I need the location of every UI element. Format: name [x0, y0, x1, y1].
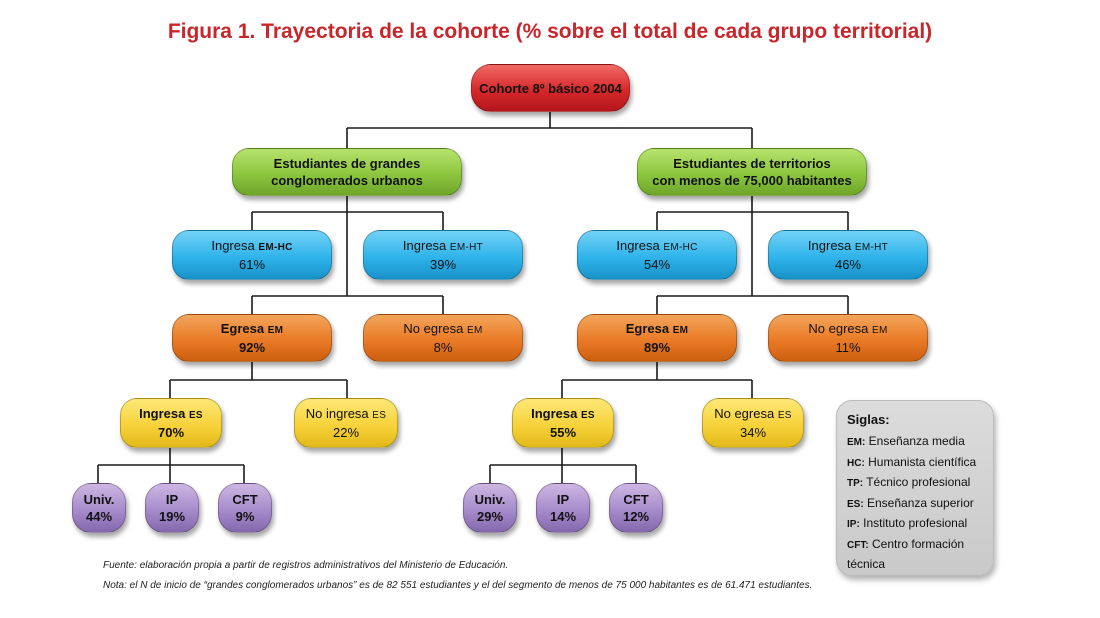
link-rural-es [561, 362, 753, 398]
node-urban-no-ingresa-es: No ingresa ES 22% [294, 398, 398, 448]
node-rural-no-egresa-em: No egresa EM 11% [768, 314, 928, 362]
legend-item: IP: Instituto profesional [847, 516, 968, 530]
link-root-groups [346, 112, 753, 148]
source-footnote: Fuente: elaboración propia a partir de r… [103, 560, 509, 571]
node-urban-group: Estudiantes de grandes conglomerados urb… [232, 148, 462, 196]
node-rural-ip: IP 14% [536, 483, 590, 533]
node-urban-ingresa-es: Ingresa ES 70% [120, 398, 222, 448]
legend-item: EM: Enseñanza media [847, 434, 965, 448]
link-rural-inst [489, 448, 637, 483]
node-rural-em-hc: Ingresa EM-HC 54% [577, 230, 737, 280]
node-urban-em-hc: Ingresa EM-HC 61% [172, 230, 332, 280]
link-urban-exit [251, 212, 444, 314]
node-urban-no-egresa-em: No egresa EM 8% [363, 314, 523, 362]
note-footnote: Nota: el N de inicio de “grandes conglom… [103, 580, 813, 591]
figure-title: Figura 1. Trayectoria de la cohorte (% s… [167, 20, 933, 43]
node-rural-ingresa-es: Ingresa ES 55% [512, 398, 614, 448]
node-rural-group: Estudiantes de territorios con menos de … [637, 148, 867, 196]
node-urban-univ: Univ. 44% [72, 483, 126, 533]
node-rural-cft: CFT 12% [609, 483, 663, 533]
legend-item: HC: Humanista científica [847, 454, 977, 469]
node-rural-em-ht: Ingresa EM-HT 46% [768, 230, 928, 280]
acronyms-legend: Siglas: EM: Enseñanza media HC: Humanist… [836, 400, 994, 576]
legend-item: ES: Enseñanza superior [847, 495, 974, 510]
link-rural-exit [656, 212, 849, 314]
node-urban-ip: IP 19% [145, 483, 199, 533]
link-urban-es [169, 362, 348, 398]
node-urban-em-ht: Ingresa EM-HT 39% [363, 230, 523, 280]
legend-item: TP: Técnico profesional [847, 475, 971, 489]
node-cohort-root: Cohorte 8º básico 2004 [471, 64, 630, 112]
node-urban-egresa-em: Egresa EM 92% [172, 314, 332, 362]
node-rural-egresa-em: Egresa EM 89% [577, 314, 737, 362]
legend-item: CFT: Centro formación técnica [847, 536, 965, 572]
legend-title: Siglas: [847, 412, 890, 427]
link-urban-inst [97, 448, 245, 483]
node-rural-univ: Univ. 29% [463, 483, 517, 533]
node-rural-no-egresa-es: No egresa ES 34% [702, 398, 804, 448]
node-urban-cft: CFT 9% [218, 483, 272, 533]
